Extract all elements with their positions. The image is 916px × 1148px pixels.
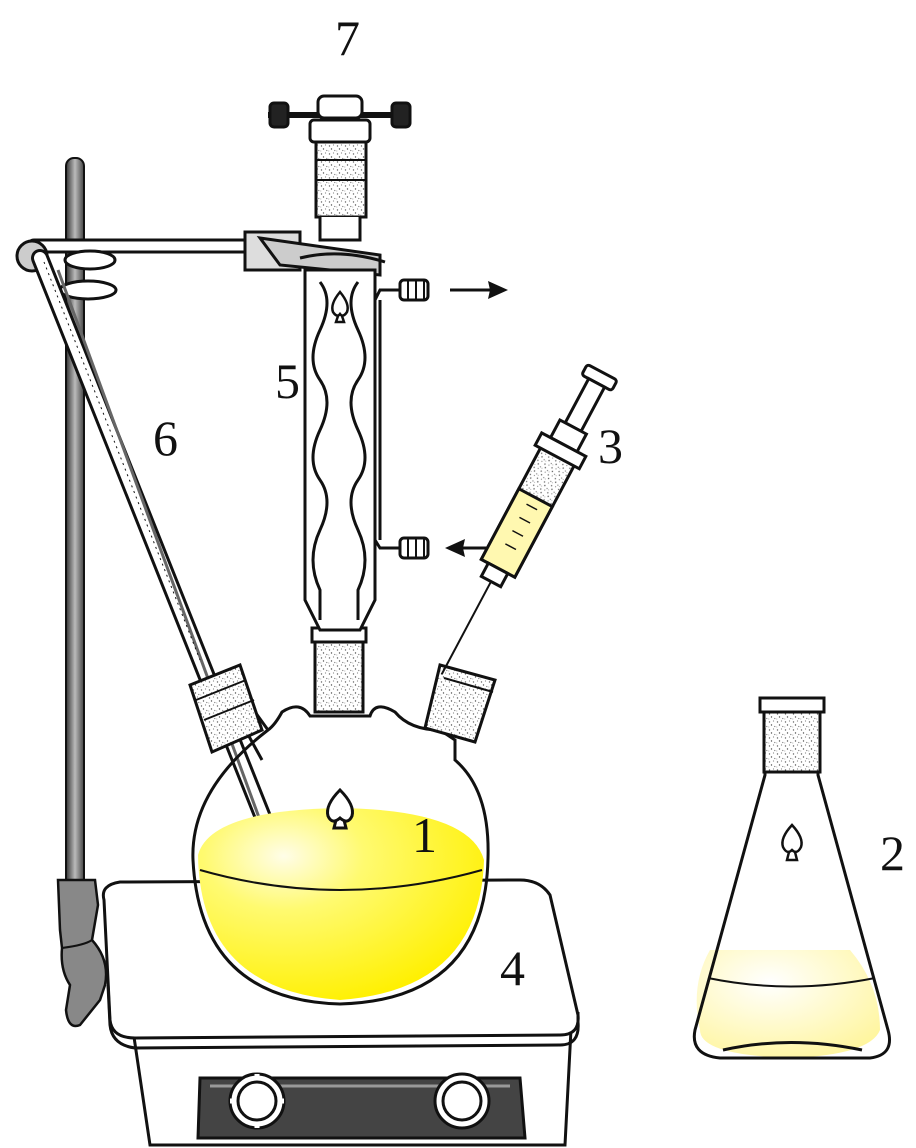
erlenmeyer-flask xyxy=(694,698,889,1058)
stirrer-knob-right xyxy=(435,1074,489,1128)
water-out-arrow xyxy=(450,281,508,299)
erlenmeyer-logo-icon xyxy=(782,825,801,860)
label-3: 3 xyxy=(598,418,623,474)
condenser-outlet-nozzle xyxy=(400,280,428,300)
stopper xyxy=(268,96,410,240)
condenser-inlet-nozzle xyxy=(400,538,428,558)
label-5: 5 xyxy=(275,353,300,409)
label-2: 2 xyxy=(880,825,905,881)
condenser xyxy=(305,270,428,630)
syringe xyxy=(420,361,625,686)
label-1: 1 xyxy=(412,807,437,863)
flask-center-joint xyxy=(312,628,366,712)
flask-right-joint xyxy=(425,665,495,742)
label-7: 7 xyxy=(335,10,360,66)
label-4: 4 xyxy=(500,940,525,996)
label-6: 6 xyxy=(153,410,178,466)
stirrer-knob-left xyxy=(230,1074,284,1128)
